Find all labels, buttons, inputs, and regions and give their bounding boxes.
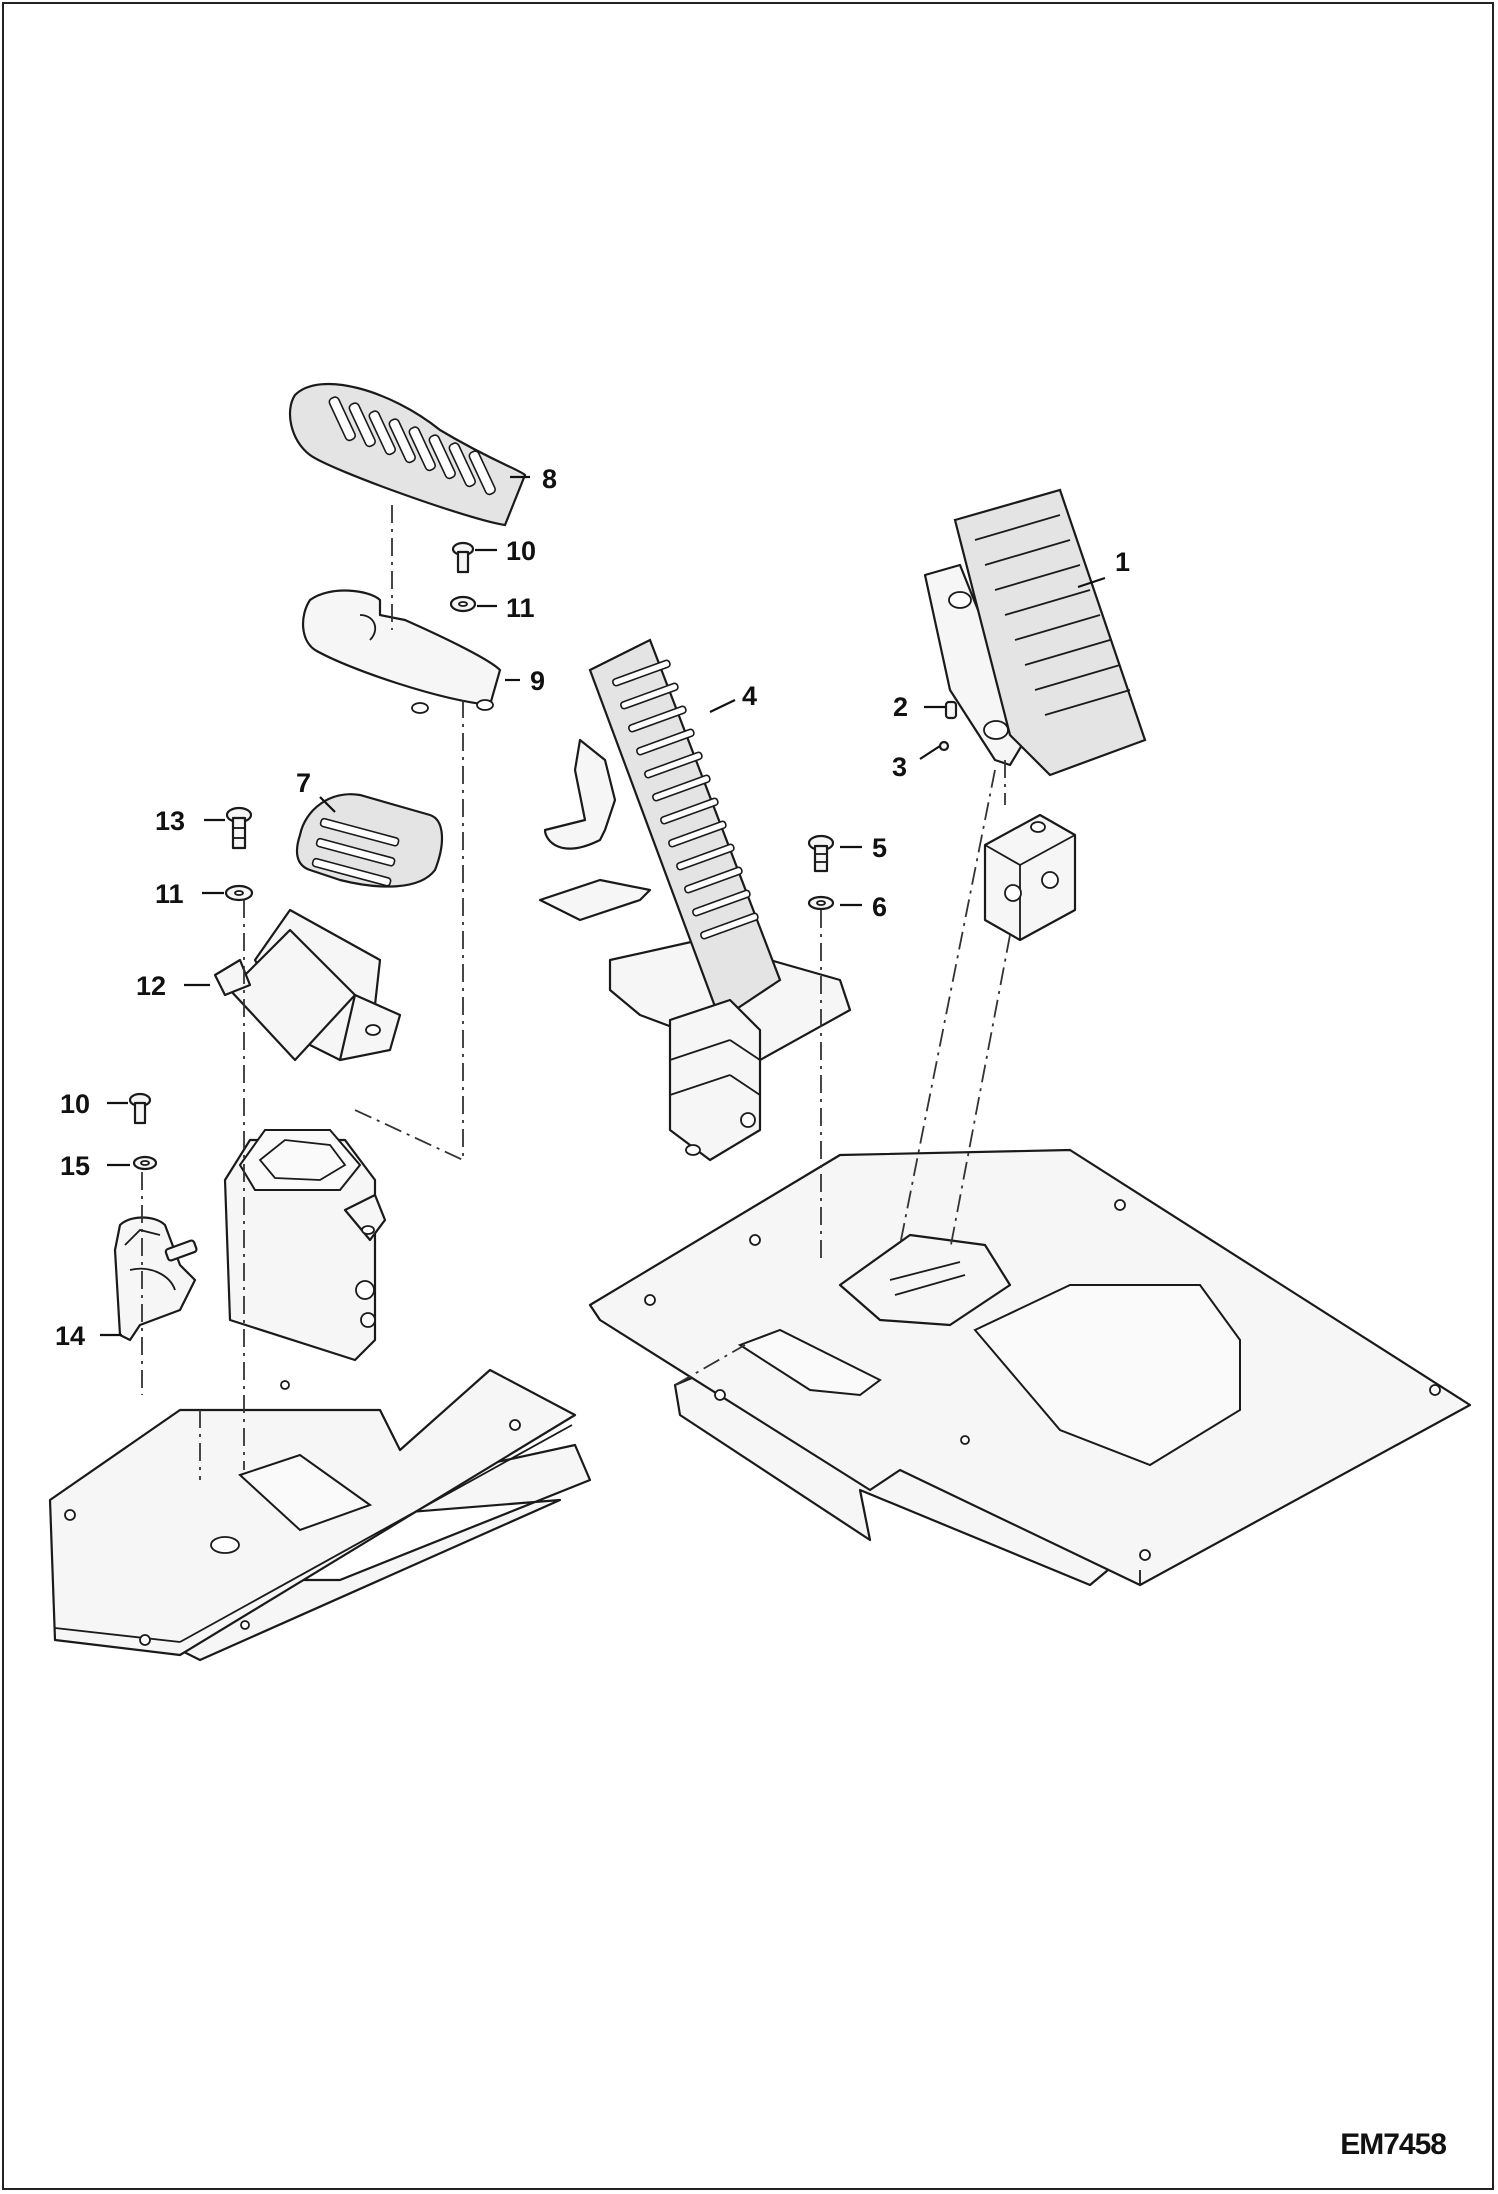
callout-4: 4 bbox=[742, 681, 757, 711]
left-floor-plate bbox=[48, 1368, 592, 1662]
callout-9: 9 bbox=[530, 666, 545, 696]
part-11-lower-washer bbox=[224, 884, 254, 902]
part-1-sensor-block bbox=[983, 813, 1077, 942]
part-1-pedal bbox=[923, 488, 1147, 777]
part-10-lower-screw bbox=[128, 1092, 152, 1125]
callout-15: 15 bbox=[60, 1151, 90, 1181]
pedal-1-tread bbox=[974, 514, 1131, 716]
part-5-bolt bbox=[807, 834, 835, 873]
part-15-washer bbox=[132, 1155, 158, 1171]
sensor-housing bbox=[223, 1129, 387, 1362]
callout-7: 7 bbox=[296, 768, 311, 798]
callouts: 1 2 3 4 5 6 7 8 9 10 10 11 11 12 13 14 1 bbox=[55, 464, 1130, 1351]
callout-14: 14 bbox=[55, 1321, 85, 1351]
callout-1: 1 bbox=[1115, 547, 1130, 577]
part-14-clip bbox=[113, 1216, 198, 1342]
pedal-4-ribs bbox=[612, 659, 759, 940]
part-2-pin bbox=[944, 700, 958, 720]
part-10-upper-screw bbox=[451, 541, 475, 574]
part-3-clip bbox=[938, 740, 950, 752]
part-6-washer bbox=[807, 895, 835, 911]
assembly-lines bbox=[141, 505, 1011, 1480]
part-8-pedal-pad bbox=[288, 382, 527, 527]
part-13-bolt bbox=[225, 806, 253, 850]
part-7-pedal-pad bbox=[295, 793, 444, 888]
right-floor-plate bbox=[588, 1148, 1472, 1587]
callout-5: 5 bbox=[872, 833, 887, 863]
callout-12: 12 bbox=[136, 971, 166, 1001]
callout-3: 3 bbox=[892, 752, 907, 782]
callout-6: 6 bbox=[872, 892, 887, 922]
part-4-pedal-assembly bbox=[538, 638, 852, 1162]
part-12-pedal-bracket bbox=[213, 908, 402, 1062]
callout-8: 8 bbox=[542, 464, 557, 494]
callout-11-lower: 11 bbox=[155, 879, 184, 909]
callout-2: 2 bbox=[893, 692, 908, 722]
callout-10-upper: 10 bbox=[506, 536, 536, 566]
callout-11-upper: 11 bbox=[506, 593, 535, 623]
part-11-upper-washer bbox=[449, 595, 477, 613]
callout-10-lower: 10 bbox=[60, 1089, 90, 1119]
part-9-bracket bbox=[302, 589, 502, 714]
callout-13: 13 bbox=[155, 806, 185, 836]
figure-id-label: EM7458 bbox=[1340, 2128, 1447, 2161]
